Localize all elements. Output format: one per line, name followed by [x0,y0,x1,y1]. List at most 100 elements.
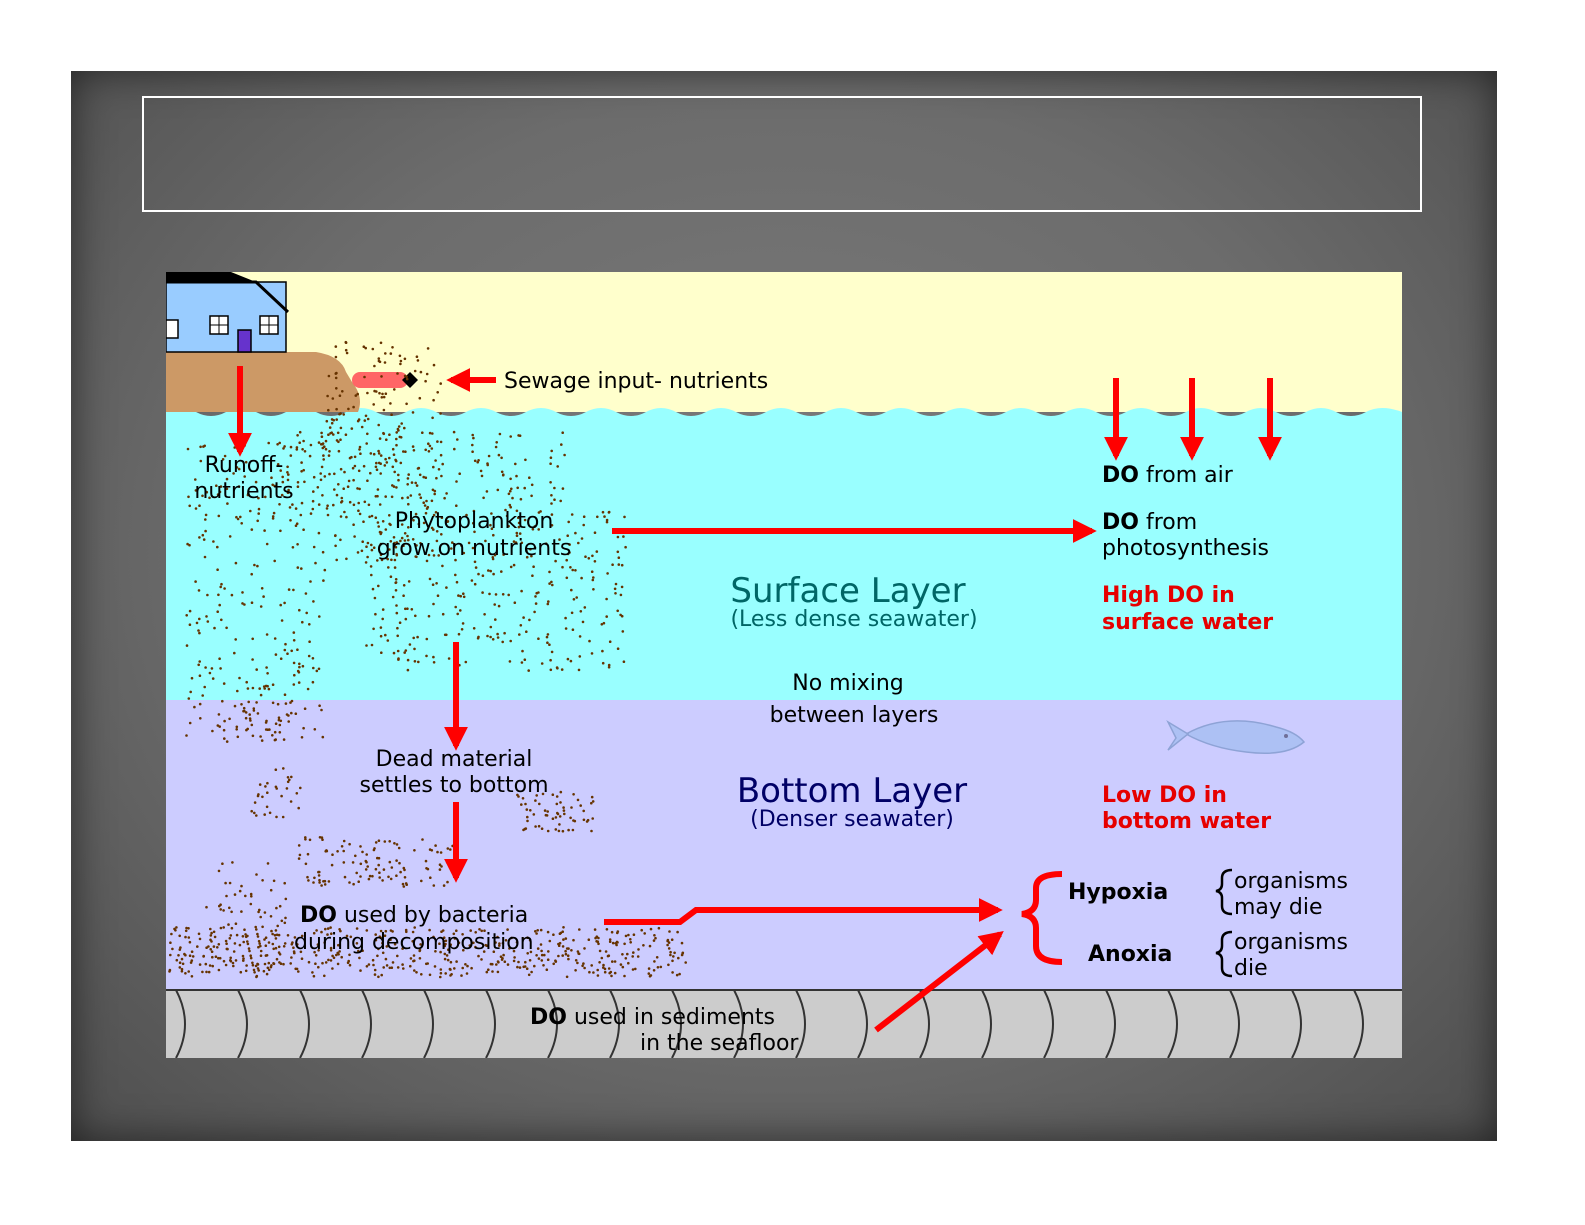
plankton-dot [380,558,384,562]
plankton-dot [450,547,453,550]
plankton-dot [395,541,399,544]
plankton-dot [372,627,375,631]
plankton-dot [377,856,381,860]
plankton-dot [668,930,671,933]
plankton-dot [441,929,445,932]
plankton-dot [472,436,475,440]
plankton-dot [396,649,400,653]
plankton-dot [217,869,221,873]
plankton-dot [324,927,327,931]
plankton-dot [369,565,373,568]
plankton-dot [391,961,395,964]
plankton-dot [294,524,298,527]
plankton-dot [374,933,377,936]
plankton-dot [329,959,333,962]
plankton-dot [184,935,187,939]
plankton-dot [413,647,416,651]
plankton-dot [440,533,443,536]
plankton-dot [217,956,220,960]
plankton-dot [208,671,212,675]
plankton-dot [539,928,543,932]
plankton-dot [404,617,408,621]
plankton-dot [491,962,494,966]
plankton-dot [302,726,305,730]
plankton-dot [607,663,611,667]
plankton-dot [634,967,637,971]
plankton-dot [570,588,573,592]
plankton-dot [461,622,465,625]
plankton-dot [512,563,516,567]
plankton-dot [555,802,559,806]
plankton-dot [472,509,476,513]
plankton-dot [194,489,198,492]
plankton-dot [532,565,535,568]
plankton-dot [224,963,228,967]
plankton-dot [226,502,229,505]
plankton-dot [255,668,258,671]
plankton-dot [272,962,276,966]
plankton-dot [481,591,484,594]
plankton-dot [374,465,378,469]
plankton-dot [244,894,247,898]
plankton-dot [455,960,458,963]
plankton-dot [605,597,608,601]
plankton-dot [546,829,550,833]
plankton-dot [575,596,578,599]
plankton-dot [311,507,315,511]
plankton-dot [339,467,343,471]
plankton-dot [212,930,216,934]
plankton-dot [188,940,192,944]
plankton-dot [322,880,325,883]
plankton-dot [443,633,447,637]
plankton-dot [198,536,201,539]
plankton-dot [441,564,444,568]
plankton-dot [554,959,557,962]
plankton-dot [453,447,456,451]
plankton-dot [447,948,450,951]
plankton-dot [317,874,321,877]
plankton-dot [253,563,256,567]
plankton-dot [548,582,551,585]
plankton-dot [359,875,362,878]
plankton-dot [275,933,279,937]
plankton-dot [364,868,368,871]
plankton-dot [256,519,259,523]
plankton-dot [598,949,602,953]
plankton-dot [569,566,572,569]
plankton-dot [383,934,387,937]
plankton-dot [198,674,202,677]
plankton-dot [378,391,381,395]
plankton-dot [276,924,279,928]
plankton-dot [194,580,197,583]
plankton-dot [261,795,264,799]
plankton-dot [298,665,301,669]
plankton-dot [338,412,341,416]
plankton-dot [324,961,328,964]
plankton-dot [512,949,516,953]
plankton-dot [607,510,611,514]
plankton-dot [282,945,286,948]
plankton-dot [272,947,275,951]
plankton-dot [238,943,242,947]
plankton-dot [261,879,264,882]
plankton-dot [272,879,276,883]
plankton-dot [271,701,275,705]
plankton-dot [228,937,232,940]
plankton-dot [479,469,483,473]
plankton-dot [592,576,595,579]
plankton-dot [498,942,501,945]
plankton-dot [185,734,188,737]
plankton-dot [511,496,514,500]
plankton-dot [582,818,586,822]
plankton-dot [459,609,462,612]
plankton-dot [516,965,519,969]
plankton-dot [357,949,360,953]
plankton-dot [297,970,300,973]
plankton-dot [578,635,582,638]
plankton-dot [250,723,254,727]
plankton-dot [221,699,224,703]
plankton-dot [523,486,526,490]
plankton-dot [649,974,653,977]
plankton-dot [496,935,499,939]
plankton-dot [219,485,223,488]
